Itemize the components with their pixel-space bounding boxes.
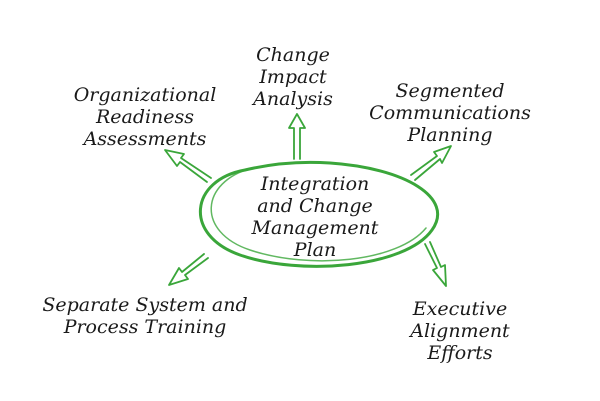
separate-training-label: Separate System and Process Training: [42, 294, 248, 338]
change-impact-label: Change Impact Analysis: [253, 44, 333, 110]
arrow-to-org-readiness: [164, 149, 212, 183]
arrow-to-separate-training: [168, 253, 209, 286]
center-ellipse: [199, 160, 440, 268]
center-label: Integration and Change Management Plan: [251, 173, 379, 261]
segmented-comms-label: Segmented Communications Planning: [369, 80, 531, 146]
arrow-to-segmented-comms: [410, 145, 452, 181]
org-readiness-label: Organizational Readiness Assessments: [73, 84, 217, 150]
arrow-to-executive-alignment: [424, 241, 447, 287]
arrow-to-change-impact: [288, 113, 306, 160]
executive-alignment-label: Executive Alignment Efforts: [410, 298, 510, 364]
